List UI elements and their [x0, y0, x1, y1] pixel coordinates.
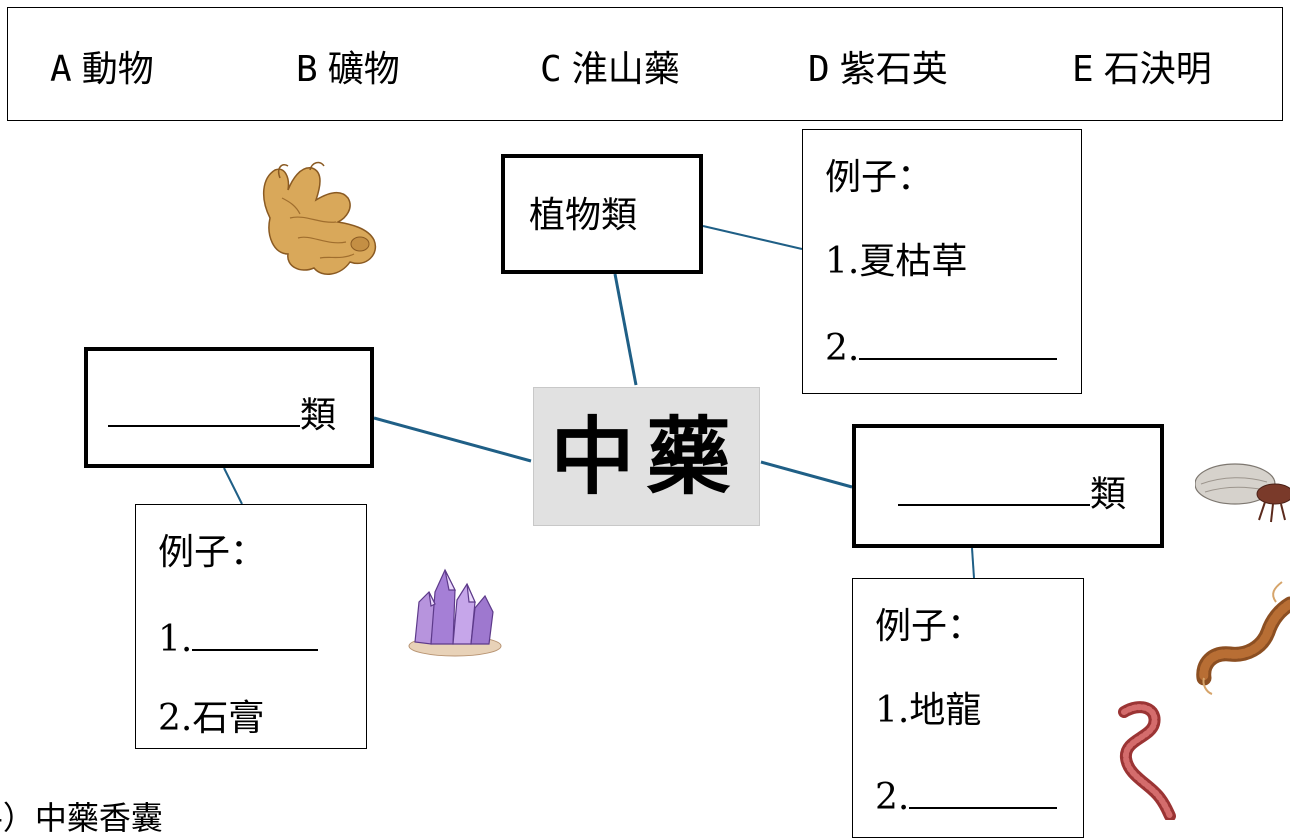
plant-category-box: 植物類	[501, 154, 703, 274]
ginger-root-icon	[263, 161, 377, 275]
left-example-2: 2.石膏	[158, 698, 265, 739]
left-category-label: 類	[108, 395, 336, 434]
examples-heading: 例子：	[825, 157, 934, 198]
answer-blank[interactable]	[898, 474, 1090, 506]
amethyst-crystal-icon	[408, 568, 502, 657]
right-example-1: 1.地龍	[875, 690, 982, 731]
left-example-1: 1.	[158, 619, 319, 658]
connector-center-plant	[613, 273, 638, 386]
answer-blank[interactable]	[909, 777, 1058, 809]
right-category-box: 類	[852, 424, 1164, 548]
right-category-label: 類	[898, 474, 1126, 513]
right-examples-box: 例子： 1.地龍 2.	[852, 578, 1084, 838]
examples-heading: 例子：	[875, 606, 984, 647]
cicada-icon	[1195, 463, 1290, 523]
answer-blank[interactable]	[859, 328, 1058, 360]
plant-examples-box: 例子： 1.夏枯草 2.	[802, 129, 1082, 394]
earthworm-icon	[1118, 701, 1176, 820]
connector-center-left	[373, 416, 532, 463]
footer-heading: -）中藥香囊	[0, 799, 163, 837]
plant-example-1: 1.夏枯草	[825, 241, 968, 282]
answer-blank[interactable]	[192, 619, 319, 651]
centipede-icon	[1196, 581, 1290, 695]
plant-category-label: 植物類	[529, 195, 638, 236]
plant-example-2: 2.	[825, 328, 1058, 367]
connector-left-examples	[223, 467, 243, 505]
left-examples-box: 例子： 1. 2.石膏	[135, 504, 367, 749]
connector-center-right	[760, 460, 853, 489]
connector-right-examples	[971, 547, 975, 579]
left-category-box: 類	[84, 347, 374, 468]
right-example-2: 2.	[875, 777, 1058, 816]
answer-blank[interactable]	[108, 395, 300, 427]
center-title: 中藥	[550, 407, 743, 506]
examples-heading: 例子：	[158, 532, 267, 573]
connector-plant-examples	[702, 225, 803, 250]
center-topic: 中藥	[533, 387, 760, 526]
